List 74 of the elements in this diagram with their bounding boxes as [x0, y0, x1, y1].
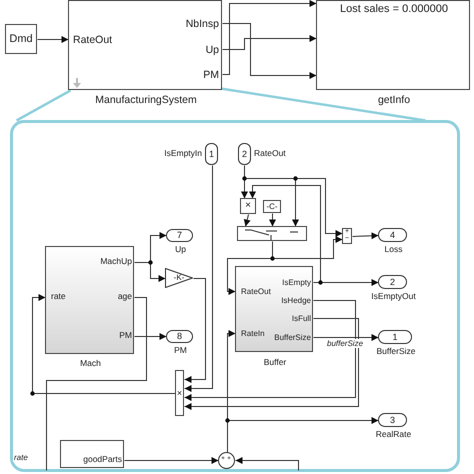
port-label: RateOut	[241, 286, 271, 296]
display-value: Lost sales = 0.000000	[339, 3, 449, 16]
signal-name: rate	[13, 453, 29, 462]
block-name: RateOut	[254, 148, 286, 158]
port-label: BufferSize	[274, 332, 311, 342]
port-label: RateOut	[73, 34, 112, 46]
block-name: getInfo	[378, 94, 410, 106]
subsystem-block	[60, 440, 124, 468]
block-name: IsEmptyIn	[164, 148, 202, 158]
zoom-panel	[10, 120, 460, 472]
sum-block	[218, 452, 235, 469]
zoom-line	[16, 89, 72, 122]
product-block	[240, 198, 256, 214]
port-label: IsHedge	[281, 296, 311, 305]
block-label: Dmd	[9, 34, 33, 44]
signal-line	[352, 232, 379, 240]
port-label: age	[118, 292, 132, 302]
block-label: -K-	[174, 274, 184, 282]
block-name: Buffer	[264, 357, 286, 367]
signal-line	[184, 165, 213, 392]
gain-block	[165, 268, 193, 288]
signal-line	[222, 35, 317, 50]
block-label: -C-	[266, 202, 278, 210]
block-name: Mach	[80, 358, 101, 368]
port-label: PM	[119, 331, 132, 341]
port-label: RateIn	[241, 328, 265, 338]
port-label: PM	[203, 69, 219, 82]
block-name: IsEmptyOut	[371, 291, 416, 301]
port-number: 4	[390, 230, 395, 240]
signal-name: bufferSize	[326, 339, 364, 348]
signal-line	[272, 236, 343, 259]
block-name: Loss	[384, 244, 402, 254]
source-block	[5, 24, 37, 54]
mux-block	[175, 370, 184, 416]
signal-line	[46, 297, 147, 471]
operator-symbol: ×	[176, 388, 182, 398]
zoom-line	[220, 87, 426, 122]
block-name: ManufacturingSystem	[95, 94, 197, 106]
constant-block	[263, 200, 281, 213]
signal-line	[184, 278, 206, 383]
signal-line	[235, 457, 299, 471]
port-number: 1	[392, 332, 398, 342]
block-name: RealRate	[376, 429, 412, 439]
port-label: NbInsp	[186, 18, 219, 30]
port-number: 2	[390, 278, 395, 286]
signal-line	[124, 457, 219, 464]
block-name: BufferSize	[376, 346, 416, 356]
port-label: Up	[206, 44, 219, 56]
port-number: 8	[176, 332, 182, 341]
port-label: MachUp	[100, 257, 132, 267]
port-number: 3	[390, 416, 395, 424]
signal-line	[222, 23, 317, 79]
port-label: rate	[51, 292, 66, 302]
port-number: 2	[242, 150, 247, 158]
port-label: IsEmpty	[282, 278, 311, 287]
signal-line	[244, 214, 251, 227]
signal-line	[32, 294, 176, 394]
switch-block	[237, 226, 307, 241]
signal-line	[269, 213, 276, 227]
signal-line	[184, 318, 359, 410]
port-label: IsFull	[292, 314, 311, 323]
signal-line	[134, 333, 167, 340]
sum-block	[342, 228, 352, 244]
port-label: goodParts	[83, 455, 122, 465]
signal-line	[184, 300, 356, 401]
port-number: 1	[208, 150, 214, 158]
port-number: 7	[176, 231, 182, 240]
operator-symbol: ×	[245, 201, 251, 211]
block-name: Up	[175, 244, 186, 254]
signal-line	[37, 36, 69, 43]
signal-line	[249, 185, 321, 283]
signal-line	[222, 0, 317, 75]
signal-line	[313, 334, 379, 341]
block-name: PM	[174, 345, 187, 355]
